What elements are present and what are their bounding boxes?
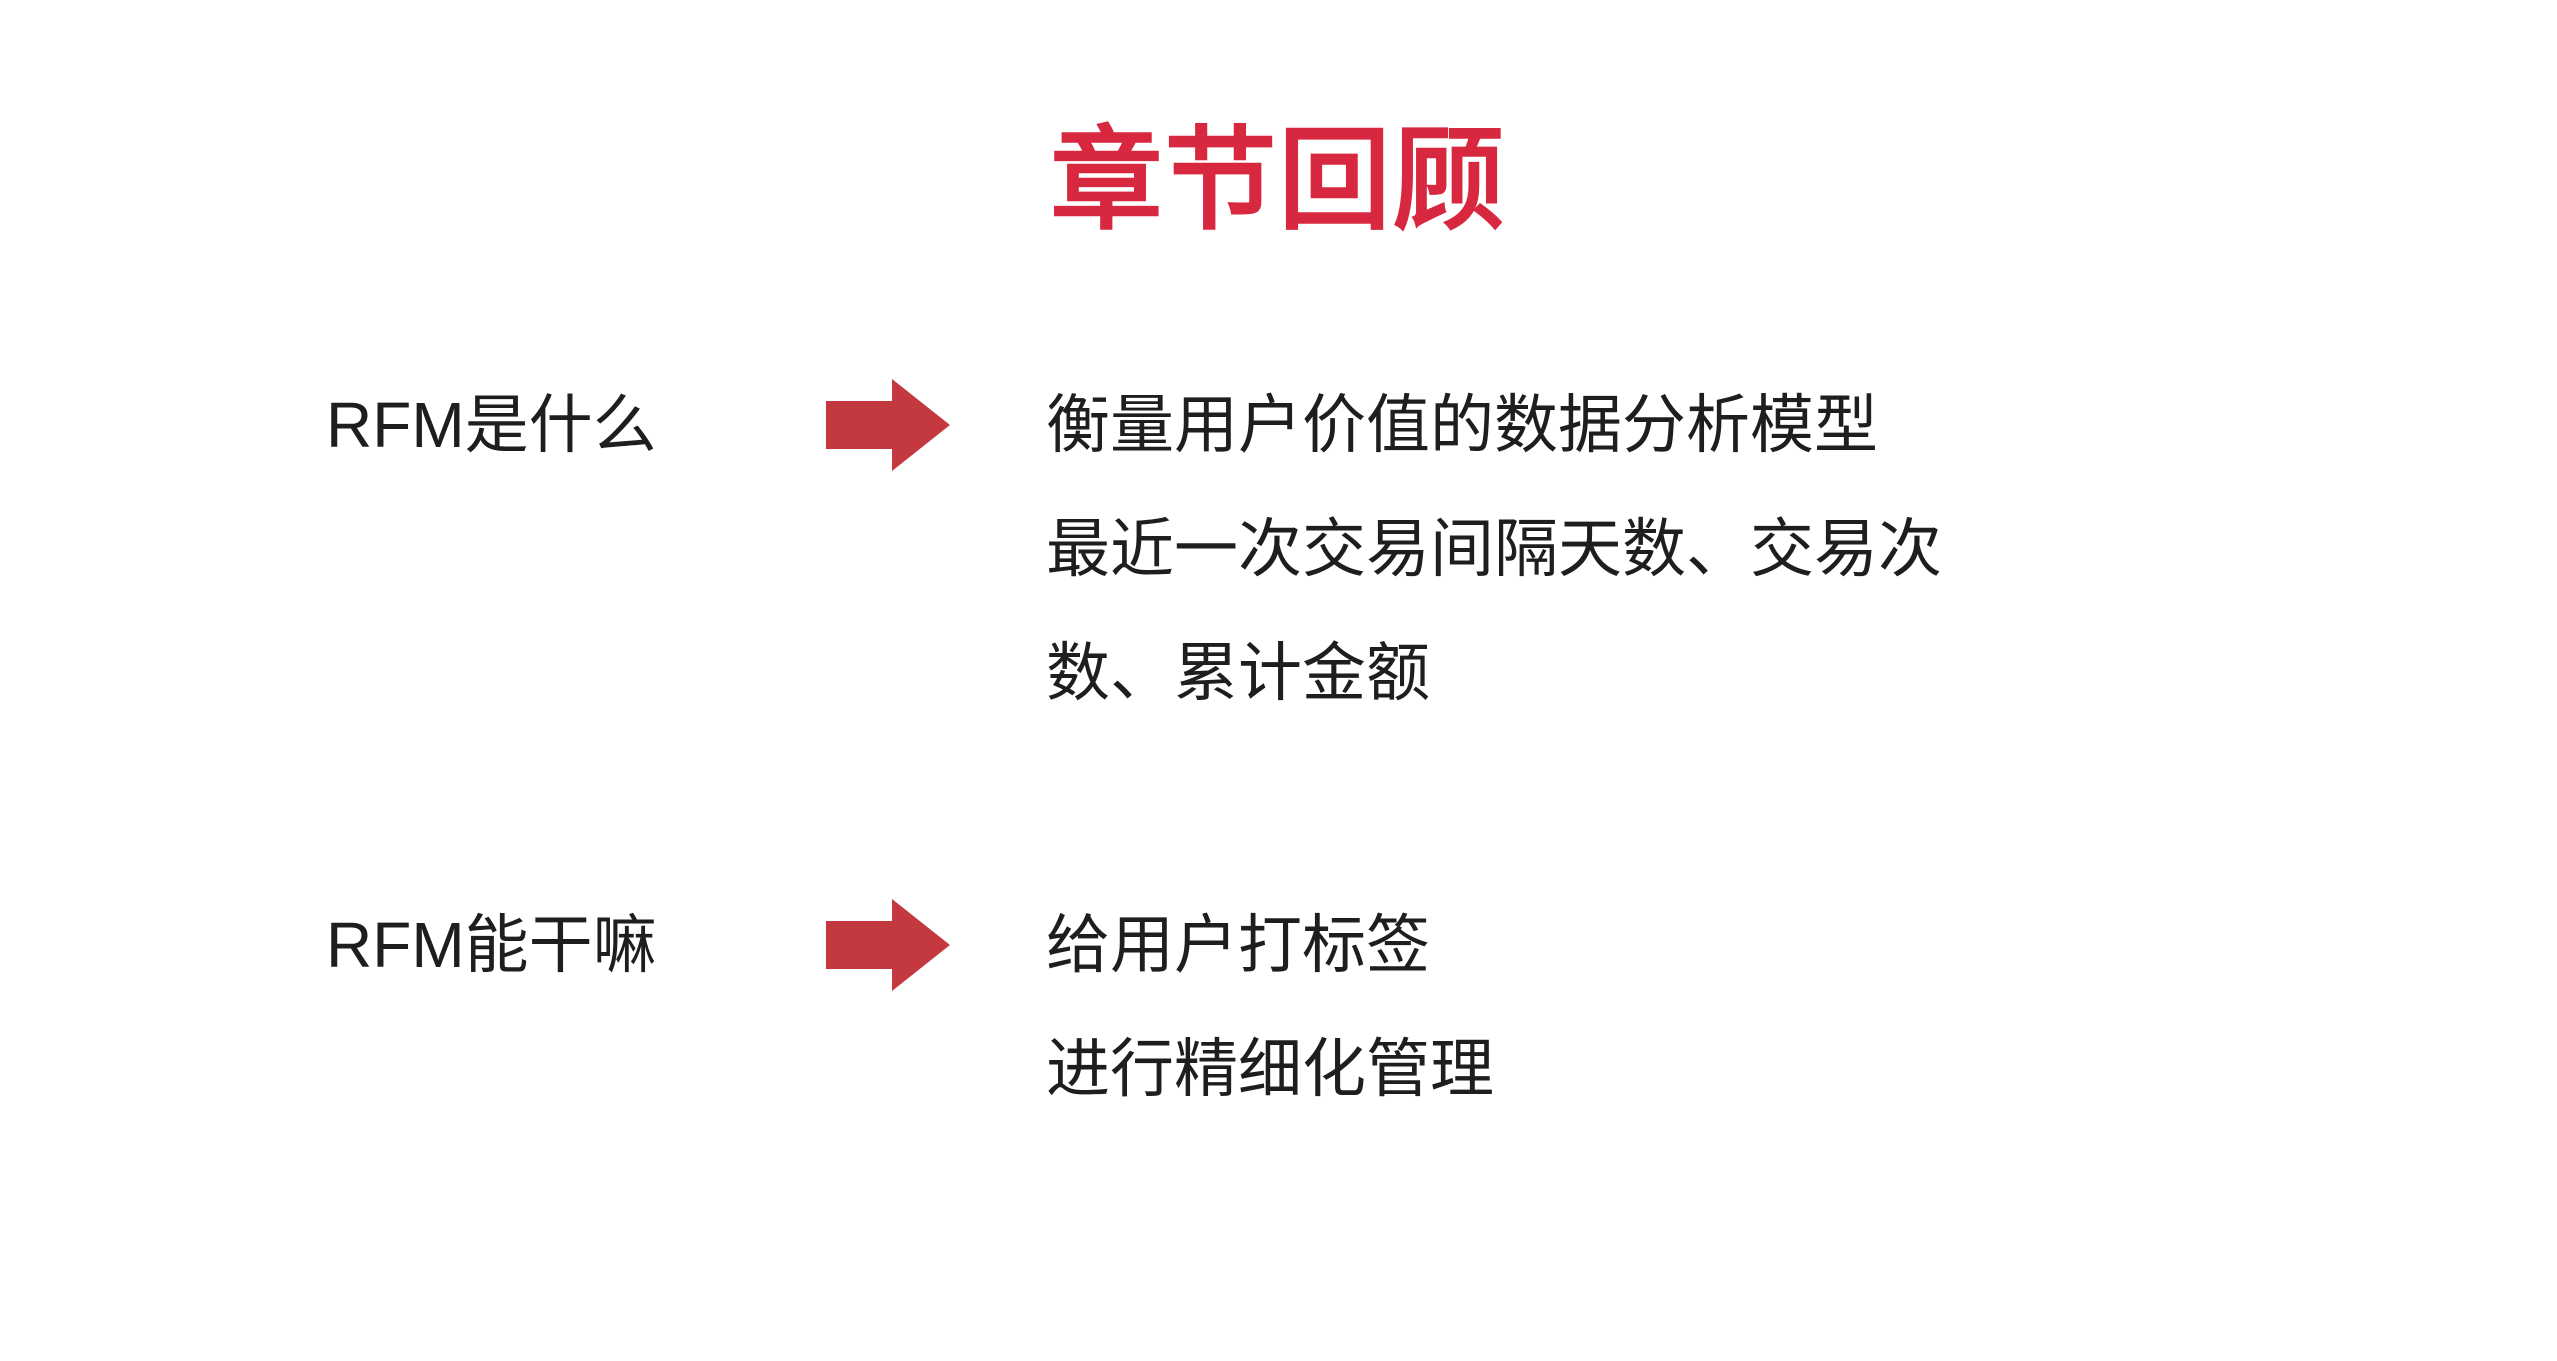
content-line: 给用户打标签 bbox=[1046, 909, 1430, 981]
row-label-cell: RFM是什么 bbox=[326, 378, 826, 472]
content-line: 最近一次交易间隔天数、交易次 bbox=[1046, 513, 1942, 585]
right-arrow-icon bbox=[826, 379, 950, 471]
row-label-rfm-what: RFM是什么 bbox=[326, 389, 657, 461]
row-arrow-cell bbox=[826, 378, 1036, 472]
content-line: 数、累计金额 bbox=[1046, 637, 1430, 709]
right-arrow-icon bbox=[826, 899, 950, 991]
row-content-cell: 给用户打标签 进行精细化管理 bbox=[1046, 898, 2276, 1116]
content-line: 衡量用户价值的数据分析模型 bbox=[1046, 389, 1878, 461]
row-arrow-cell bbox=[826, 898, 1036, 992]
row-label-cell: RFM能干嘛 bbox=[326, 898, 826, 992]
content-line: 进行精细化管理 bbox=[1046, 1033, 1494, 1105]
review-row-rfm-usage: RFM能干嘛 给用户打标签 进行精细化管理 bbox=[0, 898, 2276, 1116]
row-content-cell: 衡量用户价值的数据分析模型 最近一次交易间隔天数、交易次 数、累计金额 bbox=[1046, 378, 2276, 720]
row-label-rfm-usage: RFM能干嘛 bbox=[326, 909, 657, 981]
review-row-rfm-definition: RFM是什么 衡量用户价值的数据分析模型 最近一次交易间隔天数、交易次 数、累计… bbox=[0, 378, 2276, 720]
page-title: 章节回顾 bbox=[1050, 118, 1507, 243]
